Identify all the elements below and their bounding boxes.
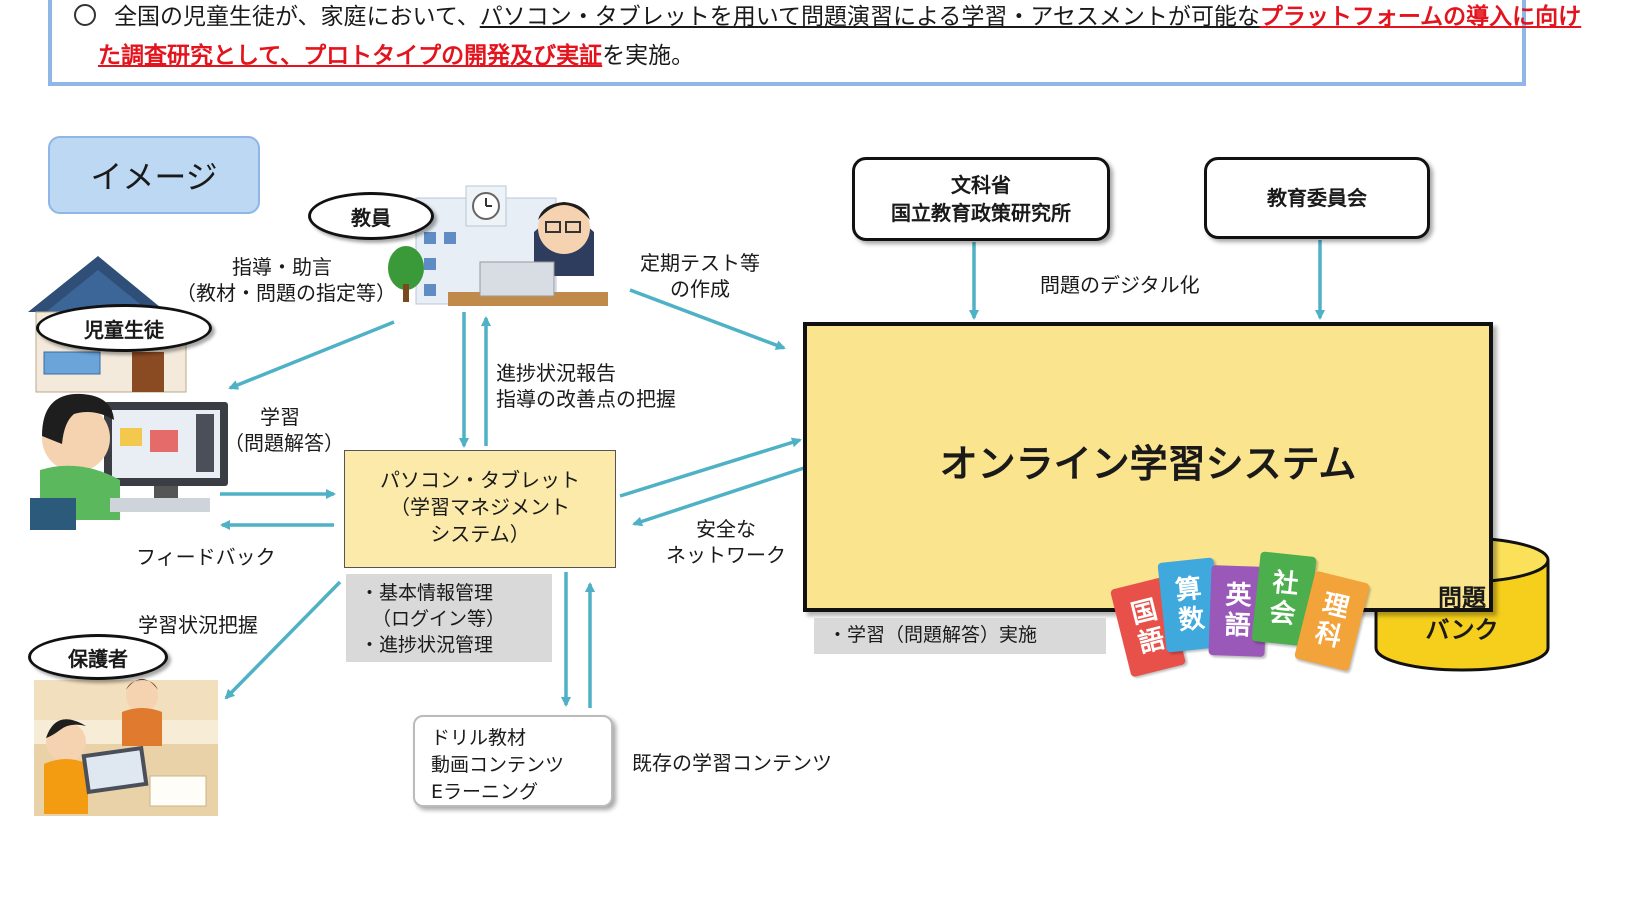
problem-bank-label: 問題 バンク <box>1400 582 1524 646</box>
pc-feature-3: ・進捗状況管理 <box>360 634 494 656</box>
guidance-line1: 指導・助言 <box>232 255 332 279</box>
pc-line2: （学習マネジメント <box>390 495 570 519</box>
bank-line1: 問題 <box>1438 584 1486 612</box>
drill-line3: Eラーニング <box>431 781 539 803</box>
mext-line1: 文科省 <box>951 173 1011 197</box>
drill-line1: ドリル教材 <box>431 727 527 749</box>
intro-pre: 全国の児童生徒が、家庭において、 <box>114 4 480 30</box>
house-illustration <box>28 256 187 393</box>
book-math-line2: 数 <box>1177 603 1207 637</box>
test-label: 定期テスト等 の作成 <box>636 250 764 302</box>
student-oval: 児童生徒 <box>36 304 212 352</box>
intro-box <box>48 0 1526 86</box>
drill-content-box: ドリル教材 動画コンテンツ Eラーニング <box>413 715 613 807</box>
learn-line1: 学習 <box>260 405 300 429</box>
board-box: 教育委員会 <box>1204 157 1430 239</box>
teacher-oval: 教員 <box>308 192 434 240</box>
book-social-line2: 会 <box>1267 597 1297 631</box>
teacher-illustration <box>388 185 608 306</box>
digitize-label: 問題のデジタル化 <box>1040 273 1200 297</box>
arrow-pc-to-guardian <box>224 580 342 700</box>
book-social-line1: 社 <box>1271 567 1301 601</box>
pc-line3: システム） <box>430 522 530 546</box>
mext-line2: 国立教育政策研究所 <box>891 201 1071 225</box>
guardian-illustration <box>34 679 218 816</box>
drill-line2: 動画コンテンツ <box>431 754 565 776</box>
bank-line2: バンク <box>1425 616 1499 644</box>
book-english-line1: 英 <box>1224 580 1253 612</box>
bullet-icon <box>74 4 96 26</box>
guidance-line2: （教材・問題の指定等） <box>176 281 396 305</box>
network-line2: ネットワーク <box>666 543 786 567</box>
arrow-teacher-to-student <box>228 320 395 390</box>
image-label: イメージ <box>48 136 260 214</box>
learning-status-label: 学習状況把握 <box>138 613 258 637</box>
progress-line2: 指導の改善点の把握 <box>496 387 676 411</box>
intro-post: を実施。 <box>602 43 695 69</box>
existing-content-label: 既存の学習コンテンツ <box>632 751 832 775</box>
intro-text: 全国の児童生徒が、家庭において、パソコン・タブレットを用いて問題演習による学習・… <box>74 0 1581 76</box>
arrows <box>220 240 1325 708</box>
learn-label: 学習 （問題解答） <box>224 404 344 456</box>
pc-feature-1: ・基本情報管理 <box>360 582 494 604</box>
pc-tablet-box: パソコン・タブレット （学習マネジメント システム） <box>344 450 616 568</box>
online-feature-box: ・学習（問題解答）実施 <box>814 618 1106 654</box>
network-label: 安全な ネットワーク <box>664 516 788 568</box>
network-line1: 安全な <box>696 517 756 541</box>
test-line2: の作成 <box>670 277 730 301</box>
pc-feature-2: （ログイン等） <box>372 608 506 630</box>
learn-line2: （問題解答） <box>224 431 344 455</box>
book-science-line2: 科 <box>1312 617 1345 654</box>
mext-box: 文科省 国立教育政策研究所 <box>852 157 1110 241</box>
guidance-label: 指導・助言 （教材・問題の指定等） <box>176 254 396 306</box>
pc-features-box: ・基本情報管理 （ログイン等） ・進捗状況管理 <box>346 574 552 662</box>
book-english-line2: 語 <box>1223 610 1251 642</box>
online-system-box: オンライン学習システム <box>803 322 1493 612</box>
intro-red-1: プラットフォームの導入に向け <box>1259 4 1582 30</box>
book-math-line1: 算 <box>1173 573 1203 607</box>
progress-label: 進捗状況報告 指導の改善点の把握 <box>496 360 676 412</box>
feedback-label: フィードバック <box>136 545 276 569</box>
progress-line1: 進捗状況報告 <box>496 361 616 385</box>
book-japanese-line2: 語 <box>1135 623 1168 660</box>
intro-underlined: パソコン・タブレットを用いて問題演習による学習・アセスメントが可能な <box>479 4 1260 30</box>
arrow-pc-to-system <box>619 437 802 498</box>
student-illustration <box>30 393 228 530</box>
arrow-teacher-to-system <box>629 288 786 350</box>
guardian-oval: 保護者 <box>28 634 168 680</box>
intro-red-2: た調査研究として、プロトタイプの開発及び実証 <box>98 43 603 69</box>
test-line1: 定期テスト等 <box>640 251 760 275</box>
arrow-system-to-pc <box>632 466 805 527</box>
online-system-title: オンライン学習システム <box>939 441 1357 486</box>
pc-line1: パソコン・タブレット <box>380 468 580 492</box>
